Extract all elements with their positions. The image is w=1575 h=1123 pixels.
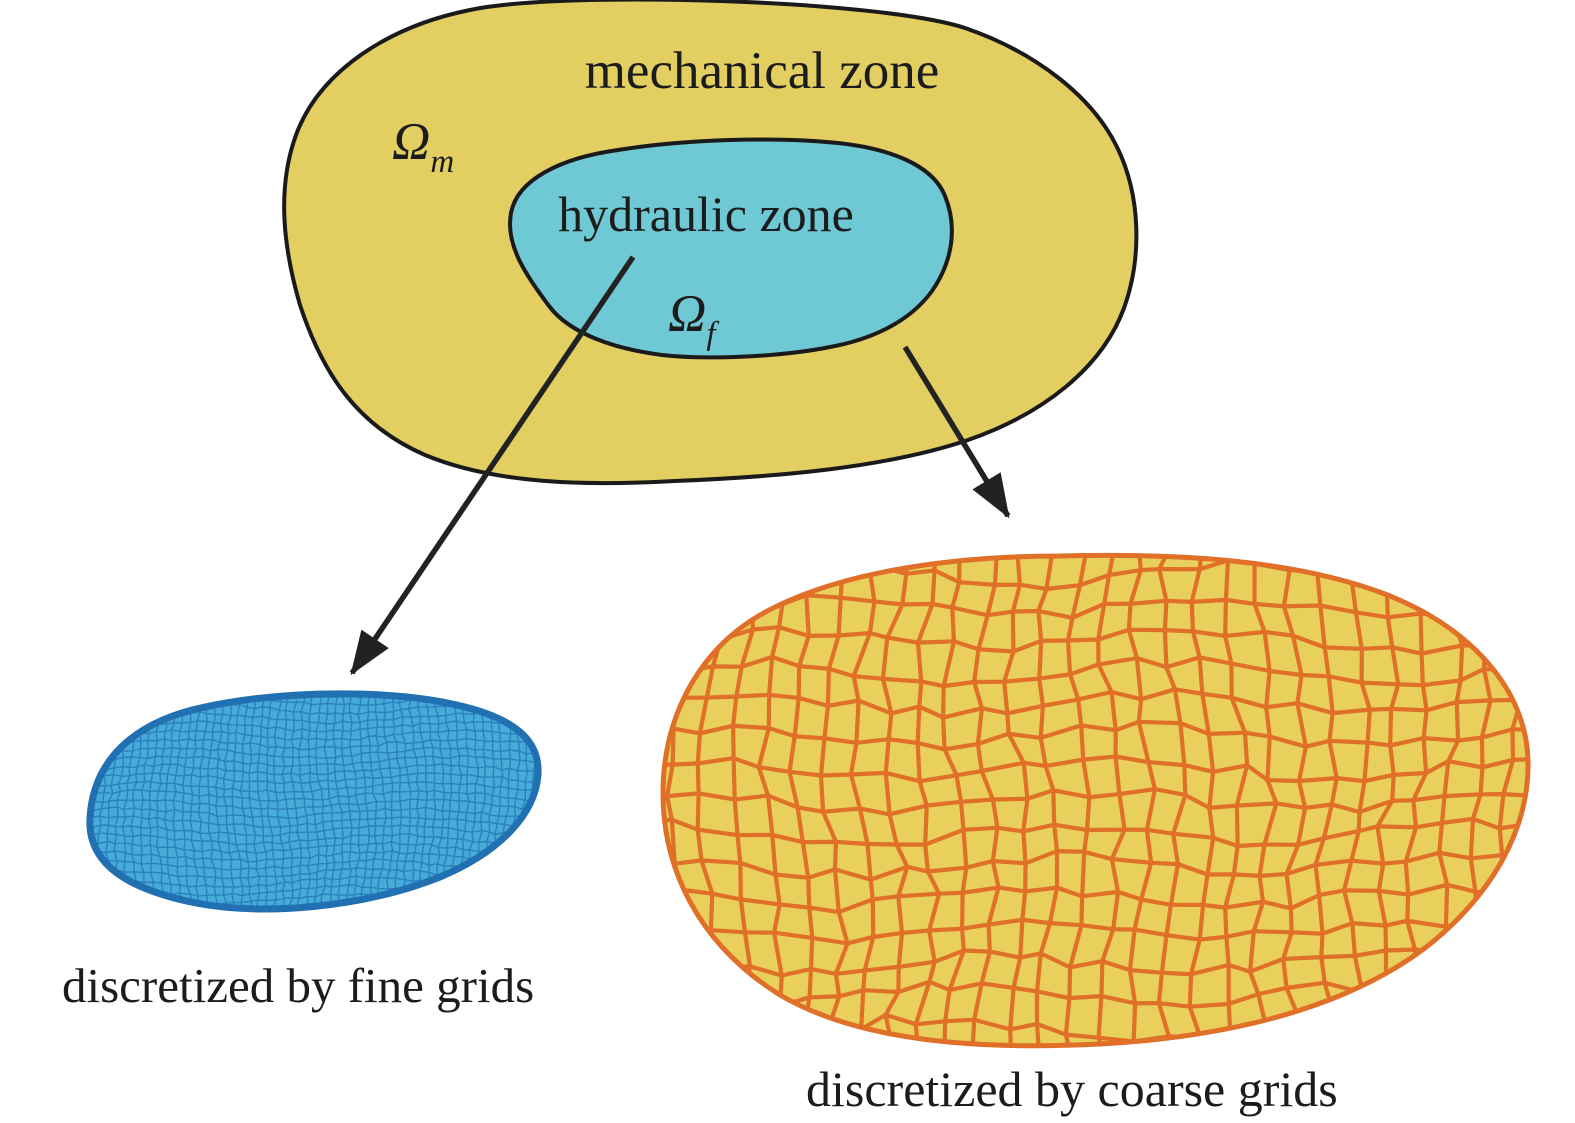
fine-mesh-line: [533, 693, 539, 909]
fine-mesh-line: [89, 763, 539, 776]
fine-mesh-line: [77, 920, 548, 931]
fine-mesh-line: [89, 737, 539, 751]
omega-m-subscript: m: [430, 144, 454, 180]
coarse-mesh-line: [662, 917, 1529, 946]
fine-mesh-line: [76, 912, 549, 922]
fine-grid-caption: discretized by fine grids: [62, 958, 534, 1013]
fine-mesh-line: [89, 746, 539, 759]
omega-f-symbol: Ω: [668, 285, 706, 343]
coarse-mesh-line: [662, 947, 1529, 978]
hydraulic-zone-label: hydraulic zone: [558, 186, 854, 242]
fine-mesh-line: [543, 691, 554, 933]
fine-mesh-line: [89, 780, 539, 794]
fine-mesh-line: [89, 832, 539, 846]
fine-mesh-line: [89, 772, 539, 785]
coarse-mesh-line: [662, 625, 1529, 656]
fine-mesh-line: [89, 824, 539, 837]
fine-mesh-line: [89, 840, 539, 854]
coarse-mesh-line: [662, 654, 1529, 689]
omega-m-symbol: Ω: [392, 113, 430, 171]
fine-mesh-line: [89, 755, 539, 768]
fine-mesh-outline: [86, 690, 542, 913]
fine-mesh-line: [89, 815, 539, 829]
arrow-to-coarse-grid: [902, 345, 1011, 519]
fine-mesh-line: [89, 798, 539, 811]
coarse-mesh-line: [662, 687, 1529, 720]
coarse-mesh-line: [662, 882, 1529, 915]
fine-mesh-line: [89, 729, 539, 742]
mechanical-zone-label: mechanical zone: [585, 42, 940, 100]
fine-mesh-line: [79, 929, 550, 940]
coarse-mesh-line: [662, 555, 1529, 558]
fine-mesh-line: [89, 806, 539, 819]
coarse-mesh-outline: [660, 552, 1531, 1049]
coarse-mesh-line: [662, 754, 1529, 784]
hydraulic-zone-shape: [508, 137, 954, 360]
coarse-mesh-line: [662, 816, 1529, 849]
coarse-mesh-line: [662, 848, 1529, 882]
arrow-to-fine-grid: [349, 255, 636, 676]
omega-m-label: Ωm: [392, 113, 454, 180]
fine-mesh-line: [89, 850, 539, 863]
coarse-mesh-line: [662, 786, 1529, 817]
coarse-mesh-line: [662, 719, 1529, 752]
coarse-mesh-line: [1527, 555, 1529, 1046]
coarse-grid-caption: discretized by coarse grids: [806, 1061, 1338, 1117]
fine-mesh-line: [89, 789, 539, 802]
fine-mesh-line: [73, 698, 84, 932]
coarse-mesh-line: [662, 555, 664, 1046]
